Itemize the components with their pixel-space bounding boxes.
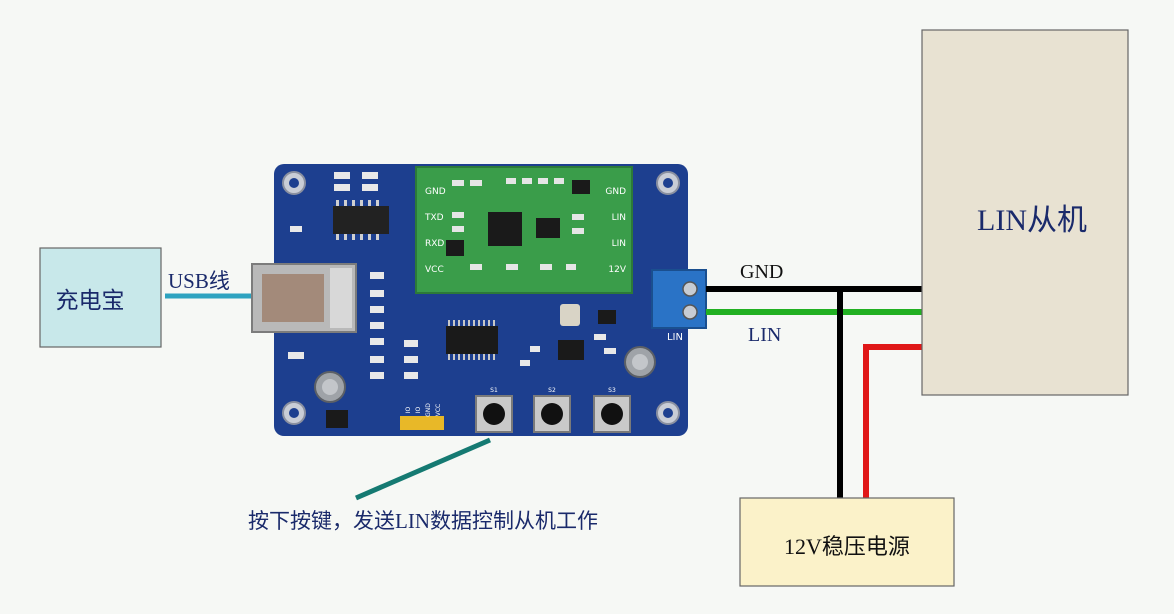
module-pin-rxd: RXD xyxy=(425,239,444,249)
lin-module-board xyxy=(415,166,633,294)
module-pin-12v-right: 12V xyxy=(608,265,626,275)
mounting-hole-center xyxy=(663,178,673,188)
instruction-pointer-line xyxy=(355,437,491,501)
usb-connector-port xyxy=(262,274,324,322)
button-label: S2 xyxy=(548,387,556,394)
pin-header: IO IO GND VCC xyxy=(400,403,444,430)
lin-slave-box xyxy=(921,29,1129,396)
module-pin-lin2-right: LIN xyxy=(612,239,626,249)
module-pin-lin-right: LIN xyxy=(612,213,626,223)
power-supply: 12V稳压电源 xyxy=(739,497,955,587)
mounting-hole-center xyxy=(663,408,673,418)
module-ic xyxy=(572,180,590,194)
main-ic-pins xyxy=(448,320,495,360)
usb-b-connector xyxy=(251,263,357,333)
tact-button-s2[interactable]: S2 xyxy=(533,387,571,433)
module-pin-gnd: GND xyxy=(425,187,446,197)
small-ic xyxy=(558,340,584,360)
header-label-io2: IO xyxy=(415,406,422,413)
control-board: IO IO GND VCC S1 S2 S3 xyxy=(251,164,707,436)
regulator xyxy=(326,410,348,428)
power-bank-label: 充电宝 xyxy=(56,288,125,313)
header-label-vcc: VCC xyxy=(435,404,442,416)
terminal-label: LIN xyxy=(667,332,683,343)
module-pin-gnd-right: GND xyxy=(605,187,626,197)
terminal-screw xyxy=(682,281,698,297)
psu-label: 12V稳压电源 xyxy=(784,534,910,559)
usb-cable: USB线 xyxy=(165,269,252,299)
gnd-wire-label: GND xyxy=(740,261,783,283)
smd-components xyxy=(288,172,616,379)
terminal-screw xyxy=(682,304,698,320)
instruction-text: 按下按键，发送LIN数据控制从机工作 xyxy=(248,509,598,533)
mounting-hole-center xyxy=(289,408,299,418)
header-label-gnd: GND xyxy=(425,403,432,417)
capacitor-left xyxy=(314,371,346,403)
instruction: 按下按键，发送LIN数据控制从机工作 xyxy=(248,437,598,533)
capacitor-right xyxy=(624,346,656,378)
button-label: S1 xyxy=(490,387,498,394)
crystal xyxy=(560,304,580,326)
power-bank-box xyxy=(39,247,162,348)
transceiver-chip xyxy=(536,218,560,238)
psu-box xyxy=(739,497,955,587)
lin-wire-label: LIN xyxy=(748,324,781,346)
main-ic xyxy=(446,326,498,354)
usb-cable-label: USB线 xyxy=(168,269,230,293)
mounting-hole-center xyxy=(289,178,299,188)
usb-connector-side xyxy=(330,268,352,328)
header-label-io1: IO xyxy=(405,406,412,413)
power-bank: 充电宝 xyxy=(39,247,162,348)
lin-slave: LIN从机 xyxy=(921,29,1129,396)
module-pin-txd: TXD xyxy=(424,213,444,223)
screw-terminal: LIN xyxy=(651,269,707,343)
lin-slave-label: LIN从机 xyxy=(977,204,1087,237)
pin-header-body xyxy=(400,416,444,430)
power-wire xyxy=(863,344,922,498)
wiring: GND LIN xyxy=(706,261,922,498)
tact-button-s3[interactable]: S3 xyxy=(593,387,631,433)
diode xyxy=(598,310,616,324)
lin-module: GND TXD RXD VCC GND LIN LIN 12V xyxy=(415,166,633,294)
module-regulator xyxy=(446,240,464,256)
tact-button-s1[interactable]: S1 xyxy=(475,387,513,433)
terminal-body xyxy=(651,269,707,329)
mcu-chip xyxy=(488,212,522,246)
ic-pins xyxy=(336,200,379,240)
button-label: S3 xyxy=(608,387,616,394)
mounting-holes xyxy=(282,171,680,425)
ic-chip xyxy=(333,206,389,234)
module-pin-vcc: VCC xyxy=(425,265,444,275)
module-smd xyxy=(452,178,584,270)
